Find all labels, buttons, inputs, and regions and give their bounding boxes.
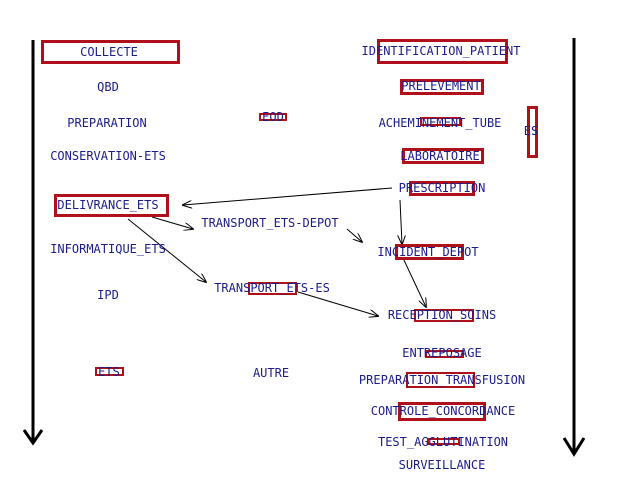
node-transport-ets-depot: TRANSPORT_ETS-DEPOT	[201, 216, 339, 230]
arrow-prescription-to-incident	[400, 199, 402, 244]
node-identification-patient: IDENTIFICATION_PATIENT	[361, 44, 521, 58]
node-ipd: IPD	[97, 288, 119, 302]
highlight-box-controle	[398, 402, 486, 421]
node-collecte: COLLECTE	[80, 45, 138, 59]
arrow-transport-es-to-reception	[297, 291, 378, 316]
node-preparation: PREPARATION	[67, 116, 147, 130]
highlight-box-test-agglutination	[427, 438, 460, 445]
arrow-delivrance-to-transport-es	[127, 218, 206, 282]
node-delivrance-ets: DELIVRANCE_ETS	[57, 198, 159, 212]
node-transport-ets-es: TRANSPORT_ETS-ES	[214, 281, 330, 295]
node-prescription: PRESCRIPTION	[398, 181, 486, 195]
highlight-box-collecte	[41, 40, 180, 64]
highlight-box-prelevement	[400, 79, 484, 95]
arrow-prescription-to-delivrance	[183, 187, 393, 205]
node-laboratoire: LABORATOIRE	[400, 149, 480, 163]
arrow-delivrance-to-transport-depot	[151, 216, 193, 229]
highlight-box-incident	[395, 244, 464, 260]
node-qbd: QBD	[97, 80, 119, 94]
node-prelevement: PRELEVEMENT	[401, 79, 481, 93]
node-preparation-transfusion: PREPARATION_TRANSFUSION	[358, 373, 526, 387]
highlight-box-entreposage	[425, 350, 464, 358]
node-entreposage: ENTREPOSAGE	[402, 346, 482, 360]
arrow-transport-depot-to-incident	[346, 228, 362, 242]
highlight-box-identification	[377, 39, 508, 64]
highlight-box-laboratoire	[402, 148, 484, 164]
node-test-agglutination: TEST_AGGLUTINATION	[377, 435, 509, 449]
highlight-box-ets	[95, 367, 124, 376]
node-surveillance: SURVEILLANCE	[398, 458, 486, 472]
right-axis-arrowhead	[562, 437, 586, 457]
node-ets: ETS	[98, 365, 120, 379]
arrow-incident-to-reception	[402, 257, 426, 307]
highlight-box-delivrance	[54, 194, 169, 217]
highlight-box-preparation-transfusion	[406, 372, 475, 388]
node-incident-depot: INCIDENT_DEPOT	[377, 245, 479, 259]
node-eod: EOD	[262, 110, 284, 124]
highlight-box-transport-es	[248, 282, 297, 295]
highlight-box-acheminement	[420, 117, 461, 126]
node-controle-concordance: CONTROLE_CONCORDANCE	[370, 404, 516, 418]
node-acheminement-tube: ACHEMINEMENT_TUBE	[378, 116, 502, 130]
node-autre: AUTRE	[252, 366, 290, 380]
node-informatique-ets: INFORMATIQUE_ETS	[50, 242, 166, 256]
node-reception-soins: RECEPTION_SOINS	[387, 308, 497, 322]
highlight-box-reception	[414, 309, 474, 322]
highlight-box-es	[527, 106, 538, 158]
highlight-box-prescription	[409, 181, 475, 196]
highlight-box-eod	[259, 113, 287, 121]
node-es: ES	[523, 124, 539, 138]
node-conservation-ets: CONSERVATION-ETS	[50, 149, 166, 163]
left-axis-arrowhead	[22, 429, 44, 446]
